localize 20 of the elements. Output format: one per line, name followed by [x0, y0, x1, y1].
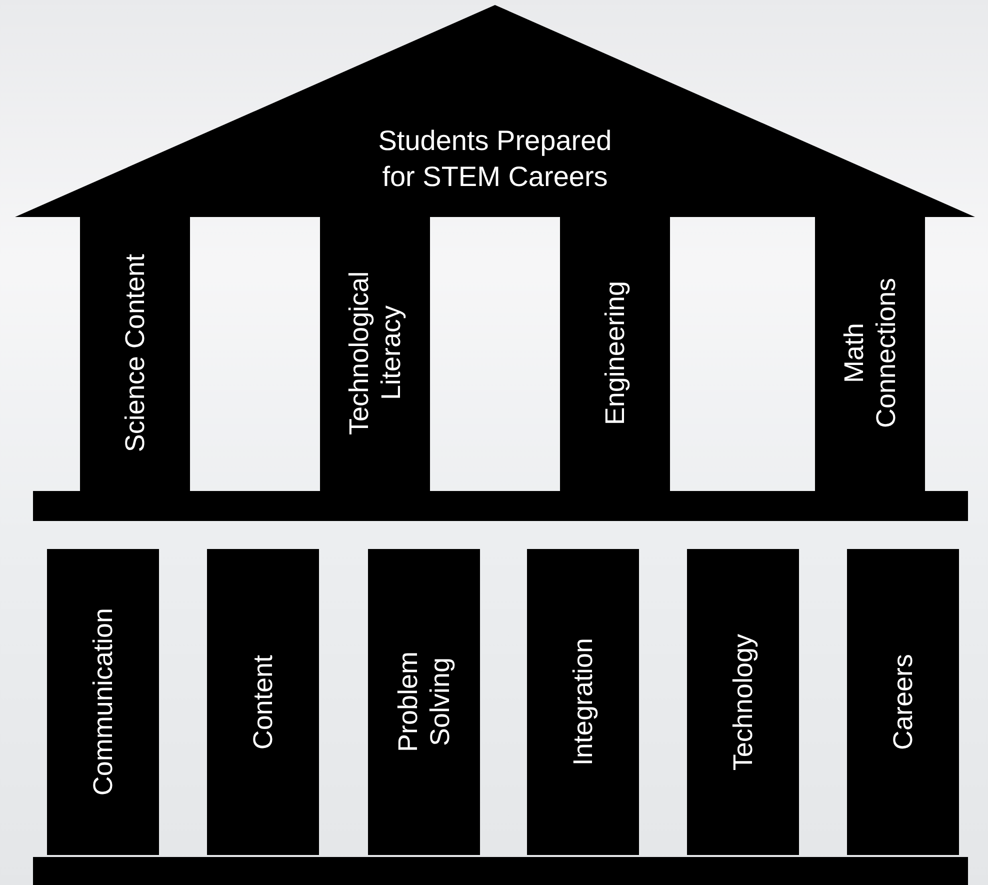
slab [33, 857, 968, 885]
pillar-label: Content [247, 654, 279, 750]
roof [15, 5, 975, 217]
pillar [47, 549, 159, 855]
pillar [847, 549, 959, 855]
pillar [368, 549, 480, 855]
pillar-label: Technology [727, 634, 759, 770]
pillar-label: Technological Literacy [343, 270, 407, 437]
pillar-label: Math Connections [838, 276, 902, 430]
pillar-label: Careers [887, 654, 919, 750]
slab [33, 491, 968, 521]
pillar [207, 549, 319, 855]
pillar-label: Integration [567, 638, 599, 766]
pillar [687, 549, 799, 855]
pillar-label: Problem Solving [392, 650, 456, 754]
pillar [527, 549, 639, 855]
pillar-label: Communication [87, 608, 119, 796]
pillar-label: Engineering [599, 280, 631, 426]
roof-label: Students Prepared for STEM Careers [377, 124, 613, 194]
pillar-label: Science Content [119, 254, 151, 452]
